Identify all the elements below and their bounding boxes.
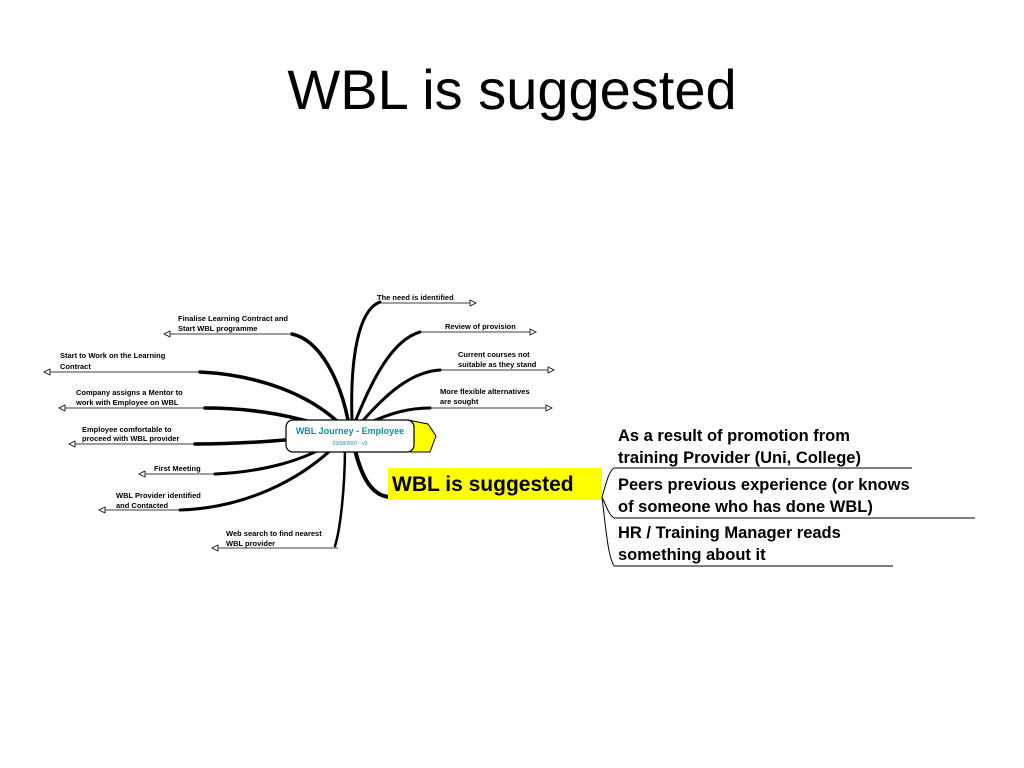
branch-line: Start WBL programme: [178, 324, 257, 333]
arrowhead-icon: [545, 404, 553, 412]
branch-line: Review of provision: [445, 322, 516, 331]
branch-finalise-contract: Finalise Learning Contract and Start WBL…: [178, 314, 288, 333]
connector-current: [358, 368, 442, 426]
arrowhead-icon: [68, 440, 76, 448]
center-topic-box: [285, 419, 415, 453]
branch-line: As a result of promotion from: [618, 427, 850, 445]
focus-node: WBL is suggested: [388, 468, 602, 500]
arrowheads: [43, 299, 555, 552]
branch-start-work: Start to Work on the Learning Contract: [60, 351, 166, 371]
branch-line: More flexible alternatives: [440, 387, 530, 396]
connector-finalise: [290, 332, 350, 422]
arrowhead-icon: [211, 544, 219, 552]
branch-promotion: As a result of promotion from training P…: [618, 427, 861, 467]
arrowhead-icon: [163, 330, 171, 338]
branch-line: Employee comfortable to: [82, 425, 172, 434]
arrowhead-icon: [98, 506, 106, 514]
branch-flexible-alternatives: More flexible alternatives are sought: [440, 387, 530, 406]
branch-line: Finalise Learning Contract and: [178, 314, 288, 323]
slide-title: WBL is suggested: [287, 58, 737, 121]
arrowhead-icon: [43, 368, 51, 376]
connector-need: [350, 300, 382, 422]
center-topic: WBL Journey - Employee 03/08/2007 - v3: [285, 419, 437, 453]
connector-review: [353, 330, 422, 424]
branch-line: HR / Training Manager reads: [618, 524, 841, 542]
branch-line: of someone who has done WBL): [618, 498, 873, 516]
branch-hr: HR / Training Manager reads something ab…: [618, 524, 841, 564]
branch-line: The need is identified: [377, 293, 454, 302]
branch-line: training Provider (Uni, College): [618, 449, 861, 467]
branch-assign-mentor: Company assigns a Mentor to work with Em…: [75, 388, 183, 407]
arrowhead-icon: [138, 470, 146, 478]
branch-web-search: Web search to find nearest WBL provider: [226, 529, 322, 548]
arrowhead-icon: [529, 328, 537, 336]
branch-line: WBL Provider identified: [116, 491, 201, 500]
branch-first-meeting: First Meeting: [154, 464, 201, 473]
connector-web: [333, 444, 347, 548]
branch-line: work with Employee on WBL: [75, 398, 179, 407]
center-topic-date: 03/08/2007 - v3: [333, 441, 368, 447]
branch-need-identified: The need is identified: [377, 293, 454, 302]
branch-line: WBL provider: [226, 539, 275, 548]
right-branches: The need is identified Review of provisi…: [377, 293, 537, 406]
left-branches: Finalise Learning Contract and Start WBL…: [60, 314, 322, 548]
focus-highlight: [388, 468, 602, 500]
arrowhead-icon: [547, 366, 555, 374]
branch-provider-identified: WBL Provider identified and Contacted: [116, 491, 201, 510]
branch-line: proceed with WBL provider: [82, 434, 179, 443]
branch-line: First Meeting: [154, 464, 201, 473]
connector-identified: [178, 444, 337, 512]
connector-peers: [601, 496, 615, 519]
center-topic-title: WBL Journey - Employee: [296, 426, 404, 436]
branch-line: Company assigns a Mentor to: [76, 388, 183, 397]
branch-line: Web search to find nearest: [226, 529, 322, 538]
branch-line: something about it: [618, 546, 766, 564]
branch-peers: Peers previous experience (or knows of s…: [618, 476, 910, 516]
branch-employee-comfortable: Employee comfortable to proceed with WBL…: [82, 425, 179, 443]
connector-promotion: [601, 467, 615, 498]
connector-start: [198, 370, 342, 426]
arrowhead-icon: [469, 299, 477, 307]
branch-line: suitable as they stand: [458, 360, 537, 369]
branch-current-courses: Current courses not suitable as they sta…: [458, 350, 537, 369]
branch-review-provision: Review of provision: [445, 322, 516, 331]
focus-branches: As a result of promotion from training P…: [618, 427, 910, 564]
connector-hr: [601, 496, 615, 567]
focus-connectors: [601, 467, 975, 567]
branch-line: Current courses not: [458, 350, 530, 359]
branch-line: are sought: [440, 397, 479, 406]
branch-line: and Contacted: [116, 501, 169, 510]
arrowhead-icon: [58, 404, 66, 412]
connector-focus: [353, 448, 392, 499]
focus-label: WBL is suggested: [392, 473, 574, 496]
branch-line: Contract: [60, 362, 91, 371]
branch-line: Peers previous experience (or knows: [618, 476, 910, 494]
branch-line: Start to Work on the Learning: [60, 351, 166, 360]
